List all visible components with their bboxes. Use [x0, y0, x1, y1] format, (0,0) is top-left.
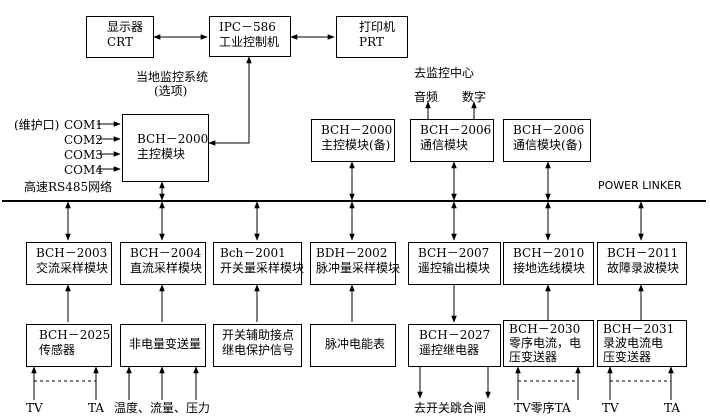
maint-port-label: (维护口)	[14, 118, 60, 132]
rs485-label: 高速RS485网络	[24, 180, 113, 194]
environment-label: 温度、流量、压力	[114, 401, 211, 415]
zero-seq-label: TV零序TA	[514, 401, 571, 415]
power-linker-label: POWER LINKER	[598, 179, 682, 192]
remote-center-label: 去监控中心	[414, 66, 475, 80]
com3-label: COM3	[64, 148, 103, 162]
switch-contact-box: 开关辅助接点继电保护信号	[213, 324, 302, 367]
non-electric-transducer-box: 非电量变送量	[120, 324, 206, 367]
ipc-main-link	[208, 56, 252, 146]
tv-label-2: TV	[602, 401, 619, 415]
pulse-meter-box: 脉冲电能表	[310, 324, 396, 367]
switch-trip-label: 去开关跳合闸	[414, 401, 487, 415]
digital-label: 数字	[462, 90, 487, 104]
com1-label: COM1	[64, 118, 103, 132]
ta-label-1: TA	[88, 401, 105, 415]
ta-label-2: TA	[664, 401, 681, 415]
audio-label: 音频	[414, 90, 439, 104]
com4-label: COM4	[64, 163, 103, 177]
com2-label: COM2	[64, 133, 103, 147]
tv-label-1: TV	[26, 401, 43, 415]
local-monitor-label: 当地监控系统 (选项)	[136, 70, 209, 98]
